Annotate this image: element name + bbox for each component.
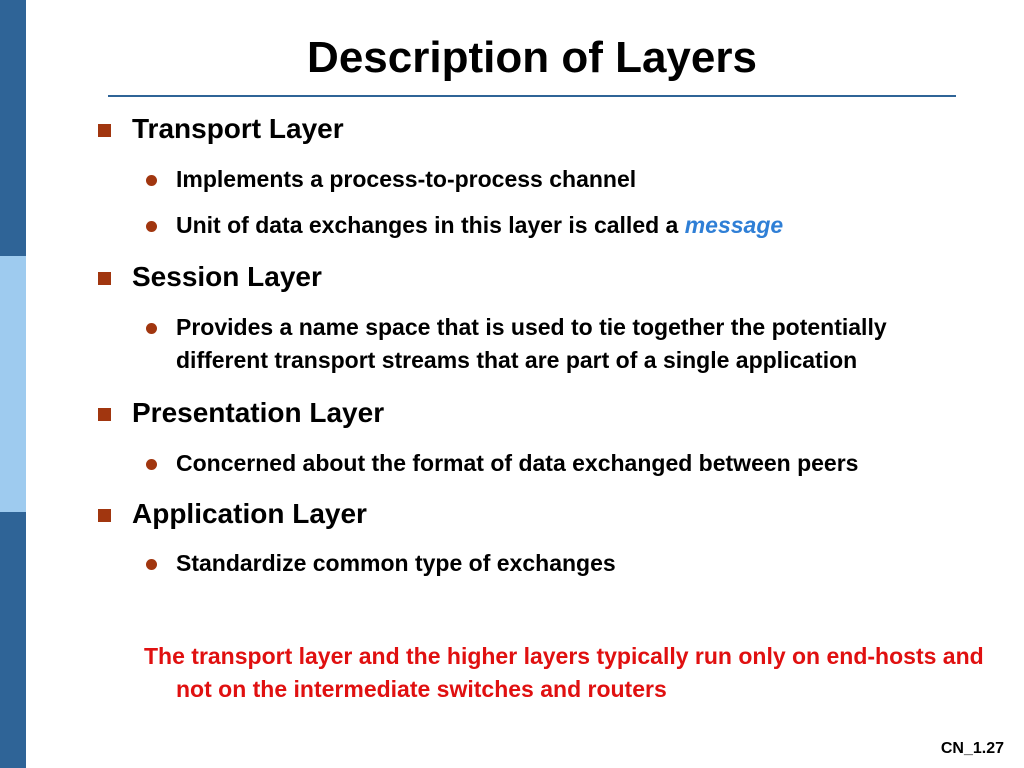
sidebar-bottom-band: [0, 512, 26, 768]
round-bullet-icon: [146, 559, 157, 570]
round-bullet-icon: [146, 323, 157, 334]
heading-label: Transport Layer: [132, 113, 344, 144]
square-bullet-icon: [98, 408, 111, 421]
square-bullet-icon: [98, 272, 111, 285]
bullet-text: Implements a process-to-process channel: [176, 166, 637, 192]
sidebar-top-band: [0, 0, 26, 256]
bullet-text: Concerned about the format of data excha…: [176, 450, 859, 476]
sidebar-middle-band: [0, 256, 26, 512]
heading-label: Application Layer: [132, 498, 367, 529]
slide-number: CN_1.27: [940, 740, 1004, 757]
emphasis-term: message: [684, 212, 784, 238]
square-bullet-icon: [98, 124, 111, 137]
title-divider: [108, 95, 956, 97]
round-bullet-icon: [146, 175, 157, 186]
bullet-text-group: Unit of data exchanges in this layer is …: [176, 209, 976, 242]
square-bullet-icon: [98, 509, 111, 522]
footnote-remark: The transport layer and the higher layer…: [144, 643, 984, 702]
bullet-text: Provides a name space that is used to ti…: [176, 314, 887, 373]
bullet-text: Standardize common type of exchanges: [176, 550, 616, 576]
bullet-text: Unit of data exchanges in this layer is …: [176, 212, 685, 238]
slide-title: Description of Layers: [307, 33, 757, 82]
round-bullet-icon: [146, 221, 157, 232]
round-bullet-icon: [146, 459, 157, 470]
heading-label: Presentation Layer: [132, 397, 385, 428]
heading-label: Session Layer: [132, 261, 322, 292]
